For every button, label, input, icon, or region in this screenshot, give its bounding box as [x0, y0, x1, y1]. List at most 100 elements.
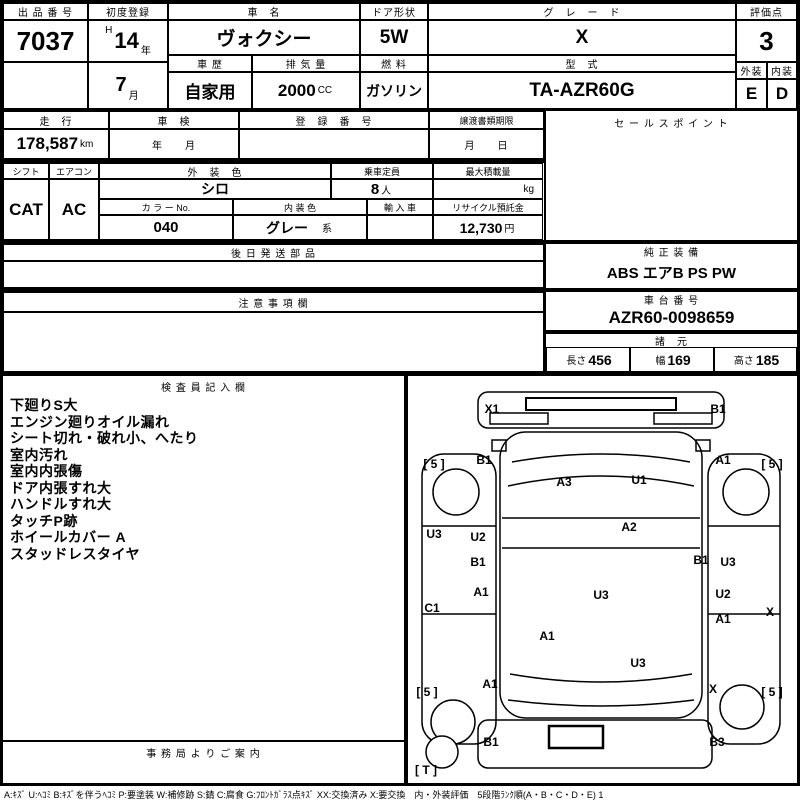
interior-color-cell: グレー 系	[233, 215, 367, 240]
color-number-label: カ ラ ー No.	[99, 199, 233, 215]
inspector-note-line: エンジン廻りオイル漏れ	[10, 413, 170, 430]
spec-length-value: 456	[588, 351, 612, 368]
model-code-value: TA-AZR60G	[428, 72, 736, 109]
damage-marker: A1	[539, 629, 555, 643]
inspector-note-line: シート切れ・破れ小、へたり	[10, 430, 199, 446]
interior-color-suffix: 系	[322, 224, 332, 235]
color-number-value: 040	[99, 215, 233, 240]
displacement-cell: 2000 CC	[252, 72, 360, 109]
interior-color-value: グレー	[266, 219, 308, 236]
aircon-label: エアコン	[49, 163, 99, 179]
spec-length-label: 長さ	[566, 356, 587, 367]
transfer-deadline-value: 月 日	[429, 129, 544, 159]
inspector-note-line: 下廻りS大	[10, 397, 78, 413]
max-load-unit: kg	[523, 183, 534, 195]
first-reg-era: H	[105, 25, 113, 36]
interior-grade-label: 内装	[767, 62, 797, 79]
damage-marker: U1	[631, 473, 647, 487]
recycle-deposit-cell: 12,730 円	[433, 215, 543, 240]
damage-marker: [ 5 ]	[761, 685, 783, 699]
mileage-label: 走 行	[3, 111, 109, 129]
first-registration-label: 初度登録	[88, 3, 168, 20]
inspector-title: 検 査 員 記 入 欄	[161, 382, 246, 394]
damage-marker: B3	[709, 735, 725, 749]
interior-color-label: 内 装 色	[233, 199, 367, 215]
mileage-cell: 178,587 km	[3, 129, 109, 159]
capacity-cell: 8 人	[331, 179, 433, 199]
car-name-value: ヴォクシー	[168, 20, 360, 55]
damage-marker: A3	[556, 475, 572, 489]
later-parts-label: 後 日 発 送 部 品	[3, 244, 544, 261]
first-registration-year-cell: H 14 年	[88, 20, 168, 62]
car-outline-diagram	[421, 391, 781, 769]
office-title: 事 務 局 よ り ご 案 内	[146, 748, 261, 760]
first-reg-month-unit: 月	[128, 91, 139, 102]
damage-marker: X	[708, 682, 718, 696]
damage-marker: B1	[710, 402, 726, 416]
grade-value: X	[428, 20, 736, 55]
recycle-deposit-label: リサイクル預託金	[433, 199, 543, 215]
first-reg-year: 14	[114, 28, 139, 53]
sales-point-label: セ ー ル ス ポ イ ン ト	[614, 119, 729, 130]
recycle-deposit-value: 12,730	[459, 219, 503, 236]
damage-marker: A1	[715, 612, 731, 626]
exterior-grade-value: E	[736, 79, 767, 109]
caution-notes-label: 注 意 事 項 欄	[3, 292, 544, 312]
registration-number-label: 登 録 番 号	[239, 111, 429, 129]
inspector-note-line: タッチP跡	[10, 512, 78, 529]
spec-width-label: 幅	[655, 356, 666, 367]
caution-notes-value-cell	[3, 312, 544, 372]
door-shape-value: 5W	[360, 20, 428, 55]
first-registration-month-cell: 7 月	[88, 62, 168, 109]
damage-marker: [ T ]	[415, 763, 437, 777]
inspection-value: 年 月	[109, 129, 239, 159]
history-label: 車 歴	[168, 55, 252, 72]
score-label: 評価点	[736, 3, 797, 20]
spec-width-value: 169	[667, 351, 691, 368]
spec-length-cell: 長さ 456	[546, 347, 630, 372]
capacity-label: 乗車定員	[331, 163, 433, 179]
later-parts-value-cell	[3, 261, 544, 288]
registration-number-value-cell	[239, 129, 429, 159]
damage-code-legend: A:ｷｽﾞ U:ﾍｺﾐ B:ｷｽﾞを伴うﾍｺﾐ P:要塗装 W:補修跡 S:錆 …	[4, 790, 604, 800]
damage-marker: U3	[593, 588, 609, 602]
inspection-label: 車 検	[109, 111, 239, 129]
exterior-color-label: 外 装 色	[99, 163, 331, 179]
transfer-deadline-label: 譲渡書類期限	[429, 111, 544, 129]
door-shape-label: ドア形状	[360, 3, 428, 20]
damage-marker: A1	[473, 585, 489, 599]
exterior-color-value: シロ	[99, 179, 331, 199]
chassis-number-value: AZR60-0098659	[608, 308, 735, 327]
damage-marker: U3	[720, 555, 736, 569]
import-value-cell	[367, 215, 433, 240]
damage-marker: U3	[630, 656, 646, 670]
aircon-value: AC	[49, 179, 99, 240]
spec-height-value: 185	[755, 351, 780, 368]
lot-number-value: 7037	[3, 20, 88, 62]
damage-marker: U2	[715, 587, 731, 601]
import-label: 輸 入 車	[367, 199, 433, 215]
damage-marker: B1	[476, 453, 492, 467]
capacity-value: 8	[370, 180, 380, 198]
capacity-unit: 人	[381, 185, 392, 197]
equipment-label: 純 正 装 備	[546, 244, 797, 259]
damage-marker: B1	[483, 735, 499, 749]
spec-height-label: 高さ	[733, 356, 754, 367]
history-value: 自家用	[168, 72, 252, 109]
interior-grade-value: D	[767, 79, 797, 109]
displacement-unit: CC	[317, 85, 333, 96]
damage-marker: A1	[715, 453, 731, 467]
damage-marker: U3	[426, 527, 442, 541]
fuel-value: ガソリン	[360, 72, 428, 109]
displacement-label: 排 気 量	[252, 55, 360, 72]
shift-value: CAT	[3, 179, 49, 240]
damage-marker: C1	[424, 601, 440, 615]
inspector-note-line: ホイールカバー A	[10, 529, 127, 545]
damage-marker: [ 5 ]	[423, 457, 445, 471]
spec-height-cell: 高さ 185	[714, 347, 797, 372]
damage-marker: [ 5 ]	[761, 457, 783, 471]
car-name-label: 車 名	[168, 3, 360, 20]
inspector-note-line: 室内内張傷	[10, 463, 83, 479]
